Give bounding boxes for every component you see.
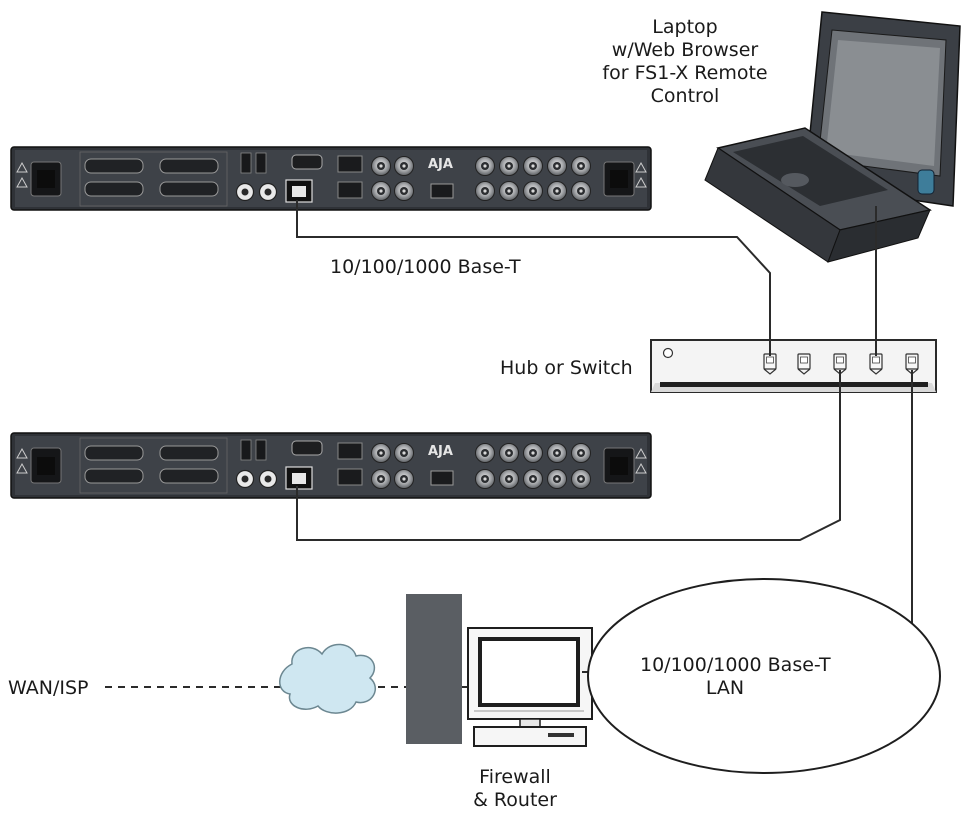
firewall-router-box [406, 594, 462, 744]
power-inlet-icon [603, 161, 635, 197]
laptop-caption-line-1: Laptop [652, 16, 718, 38]
firewall-router-label: Firewall & Router [455, 766, 575, 812]
warning-icon [16, 161, 28, 188]
link-speed-label: 10/100/1000 Base-T [330, 256, 521, 278]
firewall-label-line-2: & Router [473, 789, 557, 811]
hub-switch-label: Hub or Switch [500, 357, 633, 379]
computer-monitor-icon [467, 627, 596, 747]
aja-logo: AJA [428, 157, 453, 172]
power-inlet-icon [30, 161, 62, 197]
laptop-icon [704, 11, 961, 263]
ethernet-port-1 [285, 179, 313, 203]
laptop-caption-line-3: for FS1-X Remote [602, 62, 768, 84]
lan-label: 10/100/1000 Base-T LAN [640, 654, 831, 700]
cable-unit1-to-hub [296, 200, 771, 356]
laptop-caption-line-4: Control [650, 85, 720, 107]
sfp-ports [337, 155, 363, 199]
serial-port [291, 154, 323, 170]
fs1x-rack-unit-2: AJA [10, 432, 652, 499]
lan-ellipse [587, 578, 941, 774]
ethernet-port-2 [285, 466, 313, 490]
firewall-label-line-1: Firewall [479, 766, 551, 788]
power-led-icon [662, 347, 674, 359]
fs1x-rack-unit-1: AJA [10, 146, 652, 211]
cable-unit2-to-hub [296, 370, 841, 541]
audio-connectors [235, 152, 278, 202]
hub-switch-device [650, 339, 937, 393]
lan-label-line-1: 10/100/1000 Base-T [640, 654, 831, 676]
db-connector-group [79, 151, 228, 207]
lan-label-line-2: LAN [705, 677, 745, 699]
internet-cloud-icon [279, 643, 376, 714]
laptop-caption: Laptop w/Web Browser for FS1-X Remote Co… [585, 16, 785, 108]
wan-isp-label: WAN/ISP [8, 677, 89, 699]
aja-logo: AJA [428, 444, 453, 459]
cables [296, 200, 913, 630]
laptop-caption-line-2: w/Web Browser [611, 39, 759, 61]
